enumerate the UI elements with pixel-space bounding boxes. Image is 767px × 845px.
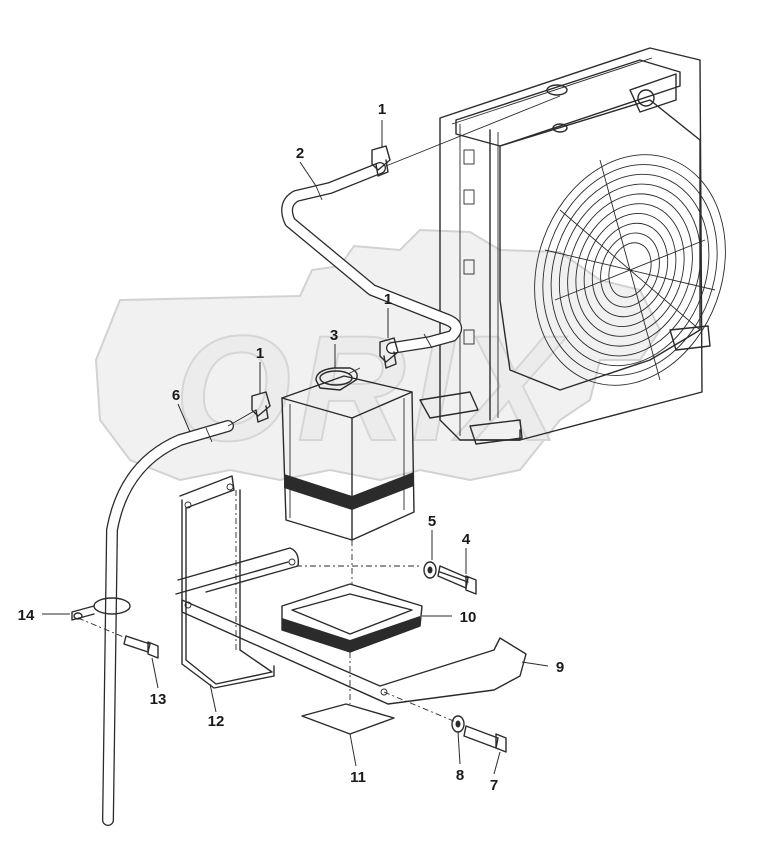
bracket-strap-lower xyxy=(175,547,527,705)
watermark-gear-shape xyxy=(94,228,662,482)
callout-11: 11 xyxy=(350,769,366,786)
hose-lower xyxy=(102,409,257,826)
callout-8: 8 xyxy=(456,767,464,784)
hose-clamp-top xyxy=(371,145,391,177)
tank-strap xyxy=(281,583,423,653)
callout-4: 4 xyxy=(462,531,471,548)
callout-13: 13 xyxy=(150,691,167,708)
watermark-text: ORIX xyxy=(175,304,568,472)
callout-1-top: 1 xyxy=(378,101,386,118)
hose-clamp-left xyxy=(251,391,271,423)
hose-clamp-middle xyxy=(379,337,399,369)
bolt-13 xyxy=(123,635,159,659)
callout-2: 2 xyxy=(296,145,304,162)
callout-5: 5 xyxy=(428,513,436,530)
leader-lines xyxy=(42,120,549,775)
washer-8 xyxy=(451,715,465,733)
radiator-assembly xyxy=(419,47,726,445)
callout-14: 14 xyxy=(18,607,35,624)
hose-upper xyxy=(281,95,561,354)
callout-12: 12 xyxy=(208,713,225,730)
assembly-lines xyxy=(77,490,457,723)
bolt-4 xyxy=(437,565,477,595)
callout-7: 7 xyxy=(490,777,498,794)
washer-5 xyxy=(423,561,437,579)
callout-1-left: 1 xyxy=(256,345,264,362)
watermark: ORIX xyxy=(94,228,662,482)
callouts: 1 2 1 3 1 6 5 4 14 10 9 13 12 8 7 11 xyxy=(18,101,565,794)
rubber-pad xyxy=(301,703,395,735)
bolt-7 xyxy=(463,725,507,753)
callout-3: 3 xyxy=(330,327,338,344)
callout-6: 6 xyxy=(172,387,180,404)
callout-9: 9 xyxy=(556,659,564,676)
callout-1-middle: 1 xyxy=(384,291,392,308)
fan-guard xyxy=(534,154,726,386)
expansion-tank xyxy=(281,367,415,541)
bracket-vertical xyxy=(179,475,275,689)
callout-10: 10 xyxy=(460,609,477,626)
pipe-clamp xyxy=(71,597,131,621)
